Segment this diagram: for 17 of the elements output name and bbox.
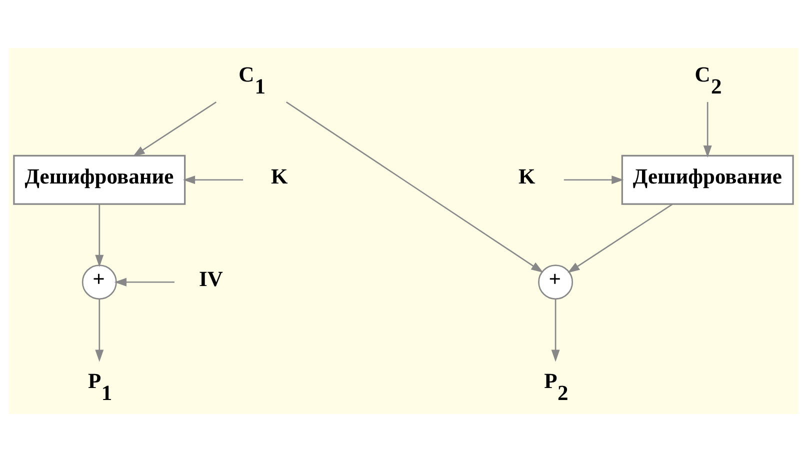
- arrow: [95, 204, 104, 266]
- node-text: K: [270, 164, 288, 188]
- node-box: Дешифрование: [621, 154, 794, 204]
- arrow: [551, 298, 560, 362]
- arrow: [564, 175, 624, 184]
- arrow: [568, 203, 673, 272]
- node-circle: +: [538, 264, 574, 300]
- arrow: [114, 277, 174, 286]
- node-text: K: [518, 164, 536, 188]
- arrow: [132, 100, 217, 156]
- node-circle: +: [82, 264, 117, 300]
- arrow: [703, 102, 712, 158]
- arrow: [95, 298, 104, 362]
- node-text: IV: [198, 266, 223, 290]
- arrow: [286, 101, 544, 272]
- arrow: [182, 175, 244, 184]
- node-box: Дешифрование: [13, 154, 186, 204]
